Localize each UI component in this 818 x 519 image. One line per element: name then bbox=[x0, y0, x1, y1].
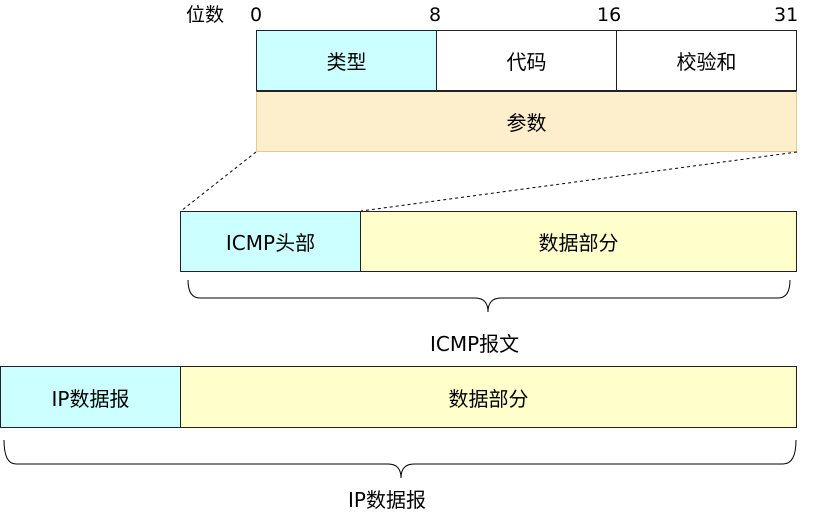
bits-label: 位数 bbox=[186, 4, 225, 26]
bit-tick-0: 0 bbox=[250, 4, 263, 26]
icmp-header-block: ICMP头部 bbox=[180, 211, 361, 272]
bit-tick-16: 16 bbox=[597, 4, 622, 26]
code-field: 代码 bbox=[436, 30, 617, 91]
ip-data-block: 数据部分 bbox=[180, 366, 797, 428]
bit-tick-31: 31 bbox=[774, 4, 799, 26]
icmp-data-block: 数据部分 bbox=[360, 211, 797, 272]
icmp-message-label: ICMP报文 bbox=[430, 332, 520, 356]
dashed-connector-left bbox=[180, 151, 257, 212]
ip-header-block: IP数据报 bbox=[0, 366, 181, 428]
bit-tick-8: 8 bbox=[429, 4, 442, 26]
type-field: 类型 bbox=[256, 30, 437, 91]
ip-datagram-label: IP数据报 bbox=[348, 488, 426, 512]
icmp-brace bbox=[187, 279, 791, 313]
params-field: 参数 bbox=[256, 91, 797, 152]
ip-brace bbox=[3, 439, 797, 479]
dashed-connector-right bbox=[360, 151, 798, 212]
checksum-field: 校验和 bbox=[616, 30, 797, 91]
